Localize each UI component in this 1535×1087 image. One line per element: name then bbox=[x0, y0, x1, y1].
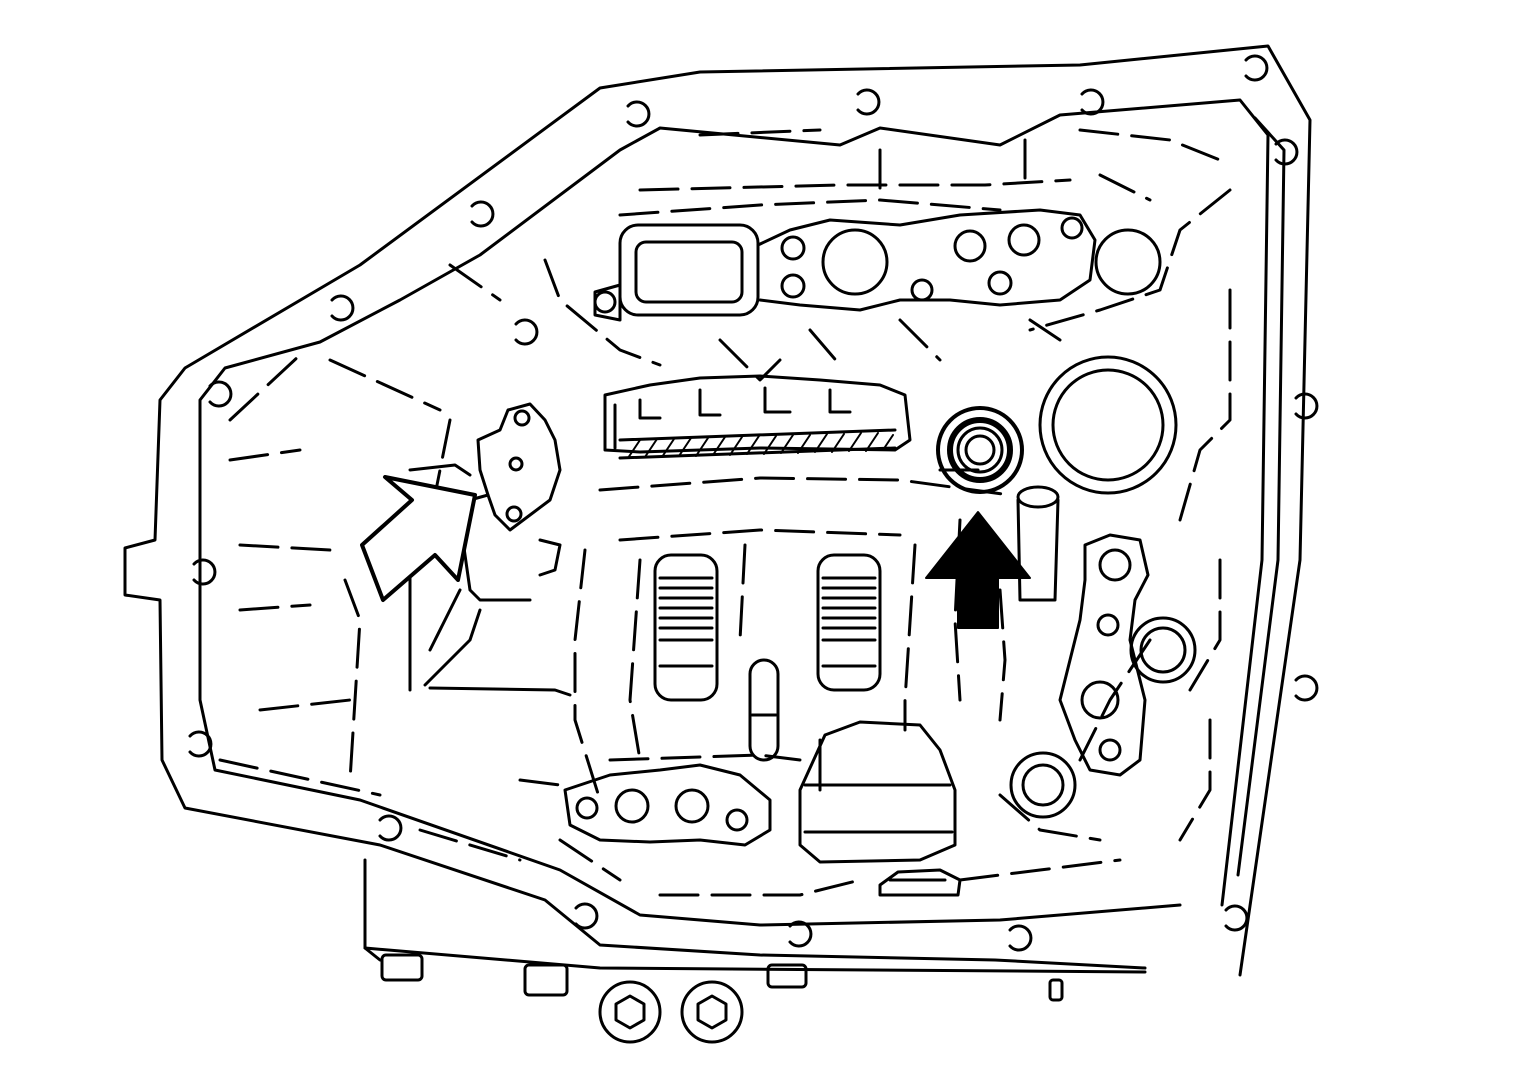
bolt-hole bbox=[470, 200, 495, 228]
bolt-hole bbox=[1008, 924, 1033, 952]
bolt-hole bbox=[1294, 674, 1319, 702]
bolt-hole bbox=[208, 380, 233, 408]
solid-arrow bbox=[925, 511, 1031, 629]
bolt-hole bbox=[856, 88, 881, 116]
bolt-hole bbox=[188, 730, 213, 758]
bolt-hole bbox=[514, 318, 539, 346]
large-bore bbox=[1038, 355, 1178, 495]
bolt-hole bbox=[378, 814, 403, 842]
bolt-holes bbox=[188, 54, 1319, 952]
outline-arrow-callout bbox=[360, 475, 477, 602]
bolt-hole bbox=[1244, 54, 1269, 82]
bolt-hole bbox=[192, 558, 217, 586]
drain-plugs bbox=[380, 953, 1064, 1044]
bolt-hole bbox=[1080, 88, 1105, 116]
right-passage-chain bbox=[1009, 533, 1197, 819]
slotted-windows bbox=[653, 553, 882, 762]
gasket-flange bbox=[198, 98, 1286, 927]
bolt-hole bbox=[1224, 904, 1249, 932]
seal-ring bbox=[936, 406, 1024, 494]
bolt-hole bbox=[788, 920, 813, 948]
cylinder-boss bbox=[1016, 485, 1060, 602]
upper-valve-body bbox=[593, 208, 1162, 322]
interior-ribs bbox=[218, 128, 1232, 897]
case-outline bbox=[123, 44, 1312, 977]
outline-arrow bbox=[360, 475, 477, 602]
bolt-hole bbox=[1294, 392, 1319, 420]
bolt-hole bbox=[1274, 138, 1299, 166]
bolt-hole bbox=[330, 294, 355, 322]
bolt-hole bbox=[574, 902, 599, 930]
solid-arrow-callout bbox=[925, 511, 1031, 629]
lower-skirt bbox=[363, 858, 1147, 974]
bolt-hole bbox=[626, 100, 651, 128]
lower-valve-body bbox=[563, 720, 962, 897]
gear-segment bbox=[603, 374, 912, 460]
